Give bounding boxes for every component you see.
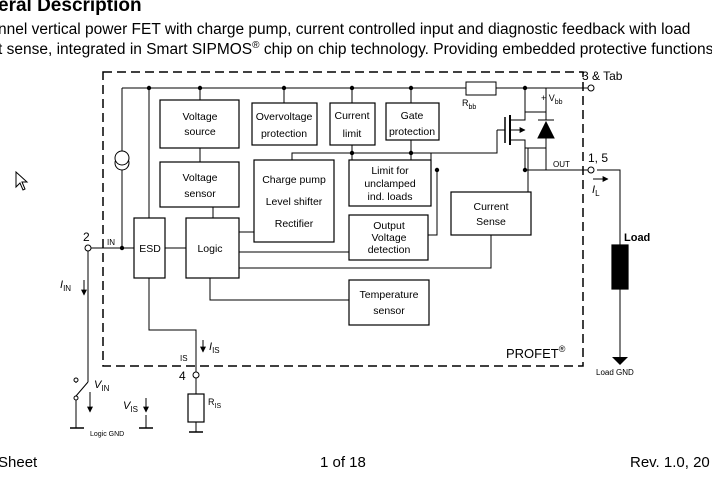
output-detect-label-3: detection [368, 244, 411, 256]
pin2-label: 2 [83, 230, 90, 244]
registered-mark: ® [252, 40, 260, 51]
voltage-source-label-2: source [184, 126, 216, 138]
limit-unclamped-block [348, 159, 432, 207]
temperature-label-2: sensor [373, 305, 405, 317]
logic-gnd-label: Logic GND [90, 431, 124, 438]
gate-protection-block [385, 102, 440, 141]
pin3-label: 3 & Tab [582, 69, 623, 83]
load-gnd-label: Load GND [596, 368, 634, 377]
il-label: IL [592, 184, 600, 198]
esd-label: ESD [139, 243, 161, 255]
footer-left: Sheet [0, 454, 38, 471]
current-limit-label-2: limit [343, 128, 362, 140]
power-mosfet-symbol [504, 111, 555, 149]
vbb-label: + Vbb [541, 93, 563, 106]
pin2-terminal [84, 244, 92, 252]
iin-label: IIN [60, 279, 71, 293]
voltage-sensor-label-2: sensor [184, 188, 216, 200]
chip-boundary [102, 71, 584, 367]
esd-block [133, 217, 166, 279]
current-limit-label-1: Current [334, 110, 369, 122]
voltage-source-label-1: Voltage [182, 111, 217, 123]
pin1-terminal [587, 166, 595, 174]
junctions [119, 85, 528, 251]
intro-line-2: t sense, integrated in Smart SIPMOS® chi… [0, 40, 712, 59]
current-sense-label-2: Sense [476, 216, 506, 228]
charge-pump-label-3: Rectifier [275, 218, 314, 230]
wiring [75, 87, 621, 432]
ris-label: RIS [208, 397, 221, 410]
page-number: 1 of 18 [320, 454, 366, 471]
in-label: IN [107, 238, 115, 247]
intro-line-2-start: t sense, integrated in Smart SIPMOS [0, 41, 253, 59]
switch-contact-icon [73, 377, 79, 383]
pin4-label: 4 [179, 369, 186, 383]
mouse-cursor-icon [15, 171, 29, 191]
output-voltage-detection-block [348, 214, 429, 261]
overvoltage-protection-block [251, 102, 318, 146]
limit-label-1: Limit for [371, 165, 409, 177]
gate-protection-label-2: protection [389, 126, 435, 138]
pin3-terminal [587, 84, 595, 92]
output-detect-label-2: Voltage [371, 232, 406, 244]
is-label: IS [180, 354, 188, 363]
vin-label: VIN [94, 379, 110, 393]
intro-line-2-end: chip on chip technology. Providing embed… [259, 41, 712, 59]
logic-label: Logic [197, 243, 222, 255]
limit-label-2: unclamped [364, 178, 416, 190]
logic-block [185, 217, 240, 279]
load-ground-symbol [612, 357, 628, 365]
rbb-label: Rbb [462, 98, 476, 111]
out-label: OUT [553, 160, 570, 169]
section-heading: eral Description [0, 0, 142, 16]
current-sense-label-1: Current [473, 201, 508, 213]
charge-pump-label-2: Level shifter [266, 196, 323, 208]
load-label: Load [624, 232, 650, 244]
overvoltage-label-2: protection [261, 128, 307, 140]
overvoltage-label-1: Overvoltage [256, 111, 313, 123]
charge-pump-label-1: Charge pump [262, 174, 326, 186]
gate-protection-label-1: Gate [401, 110, 424, 122]
current-sense-block [450, 191, 532, 236]
ris-resistor [187, 393, 205, 423]
voltage-source-block [159, 99, 240, 149]
output-detect-label-1: Output [373, 220, 405, 232]
profet-label: PROFET® [506, 344, 566, 361]
rbb-resistor [465, 81, 497, 96]
pin1-label: 1, 5 [588, 151, 608, 165]
limit-label-3: ind. loads [368, 191, 413, 203]
load-resistor [611, 244, 629, 290]
voltage-sensor-label-1: Voltage [182, 172, 217, 184]
iis-label: IIS [209, 341, 220, 355]
pin4-terminal [192, 371, 200, 379]
current-limit-block [329, 102, 376, 146]
temperature-label-1: Temperature [360, 289, 419, 301]
vis-label: VIS [123, 400, 138, 414]
temperature-sensor-block [348, 279, 430, 326]
intro-line-1: nnel vertical power FET with charge pump… [0, 21, 691, 38]
charge-pump-block [253, 159, 335, 243]
revision: Rev. 1.0, 20 [630, 454, 710, 471]
voltage-sensor-block [159, 161, 240, 208]
